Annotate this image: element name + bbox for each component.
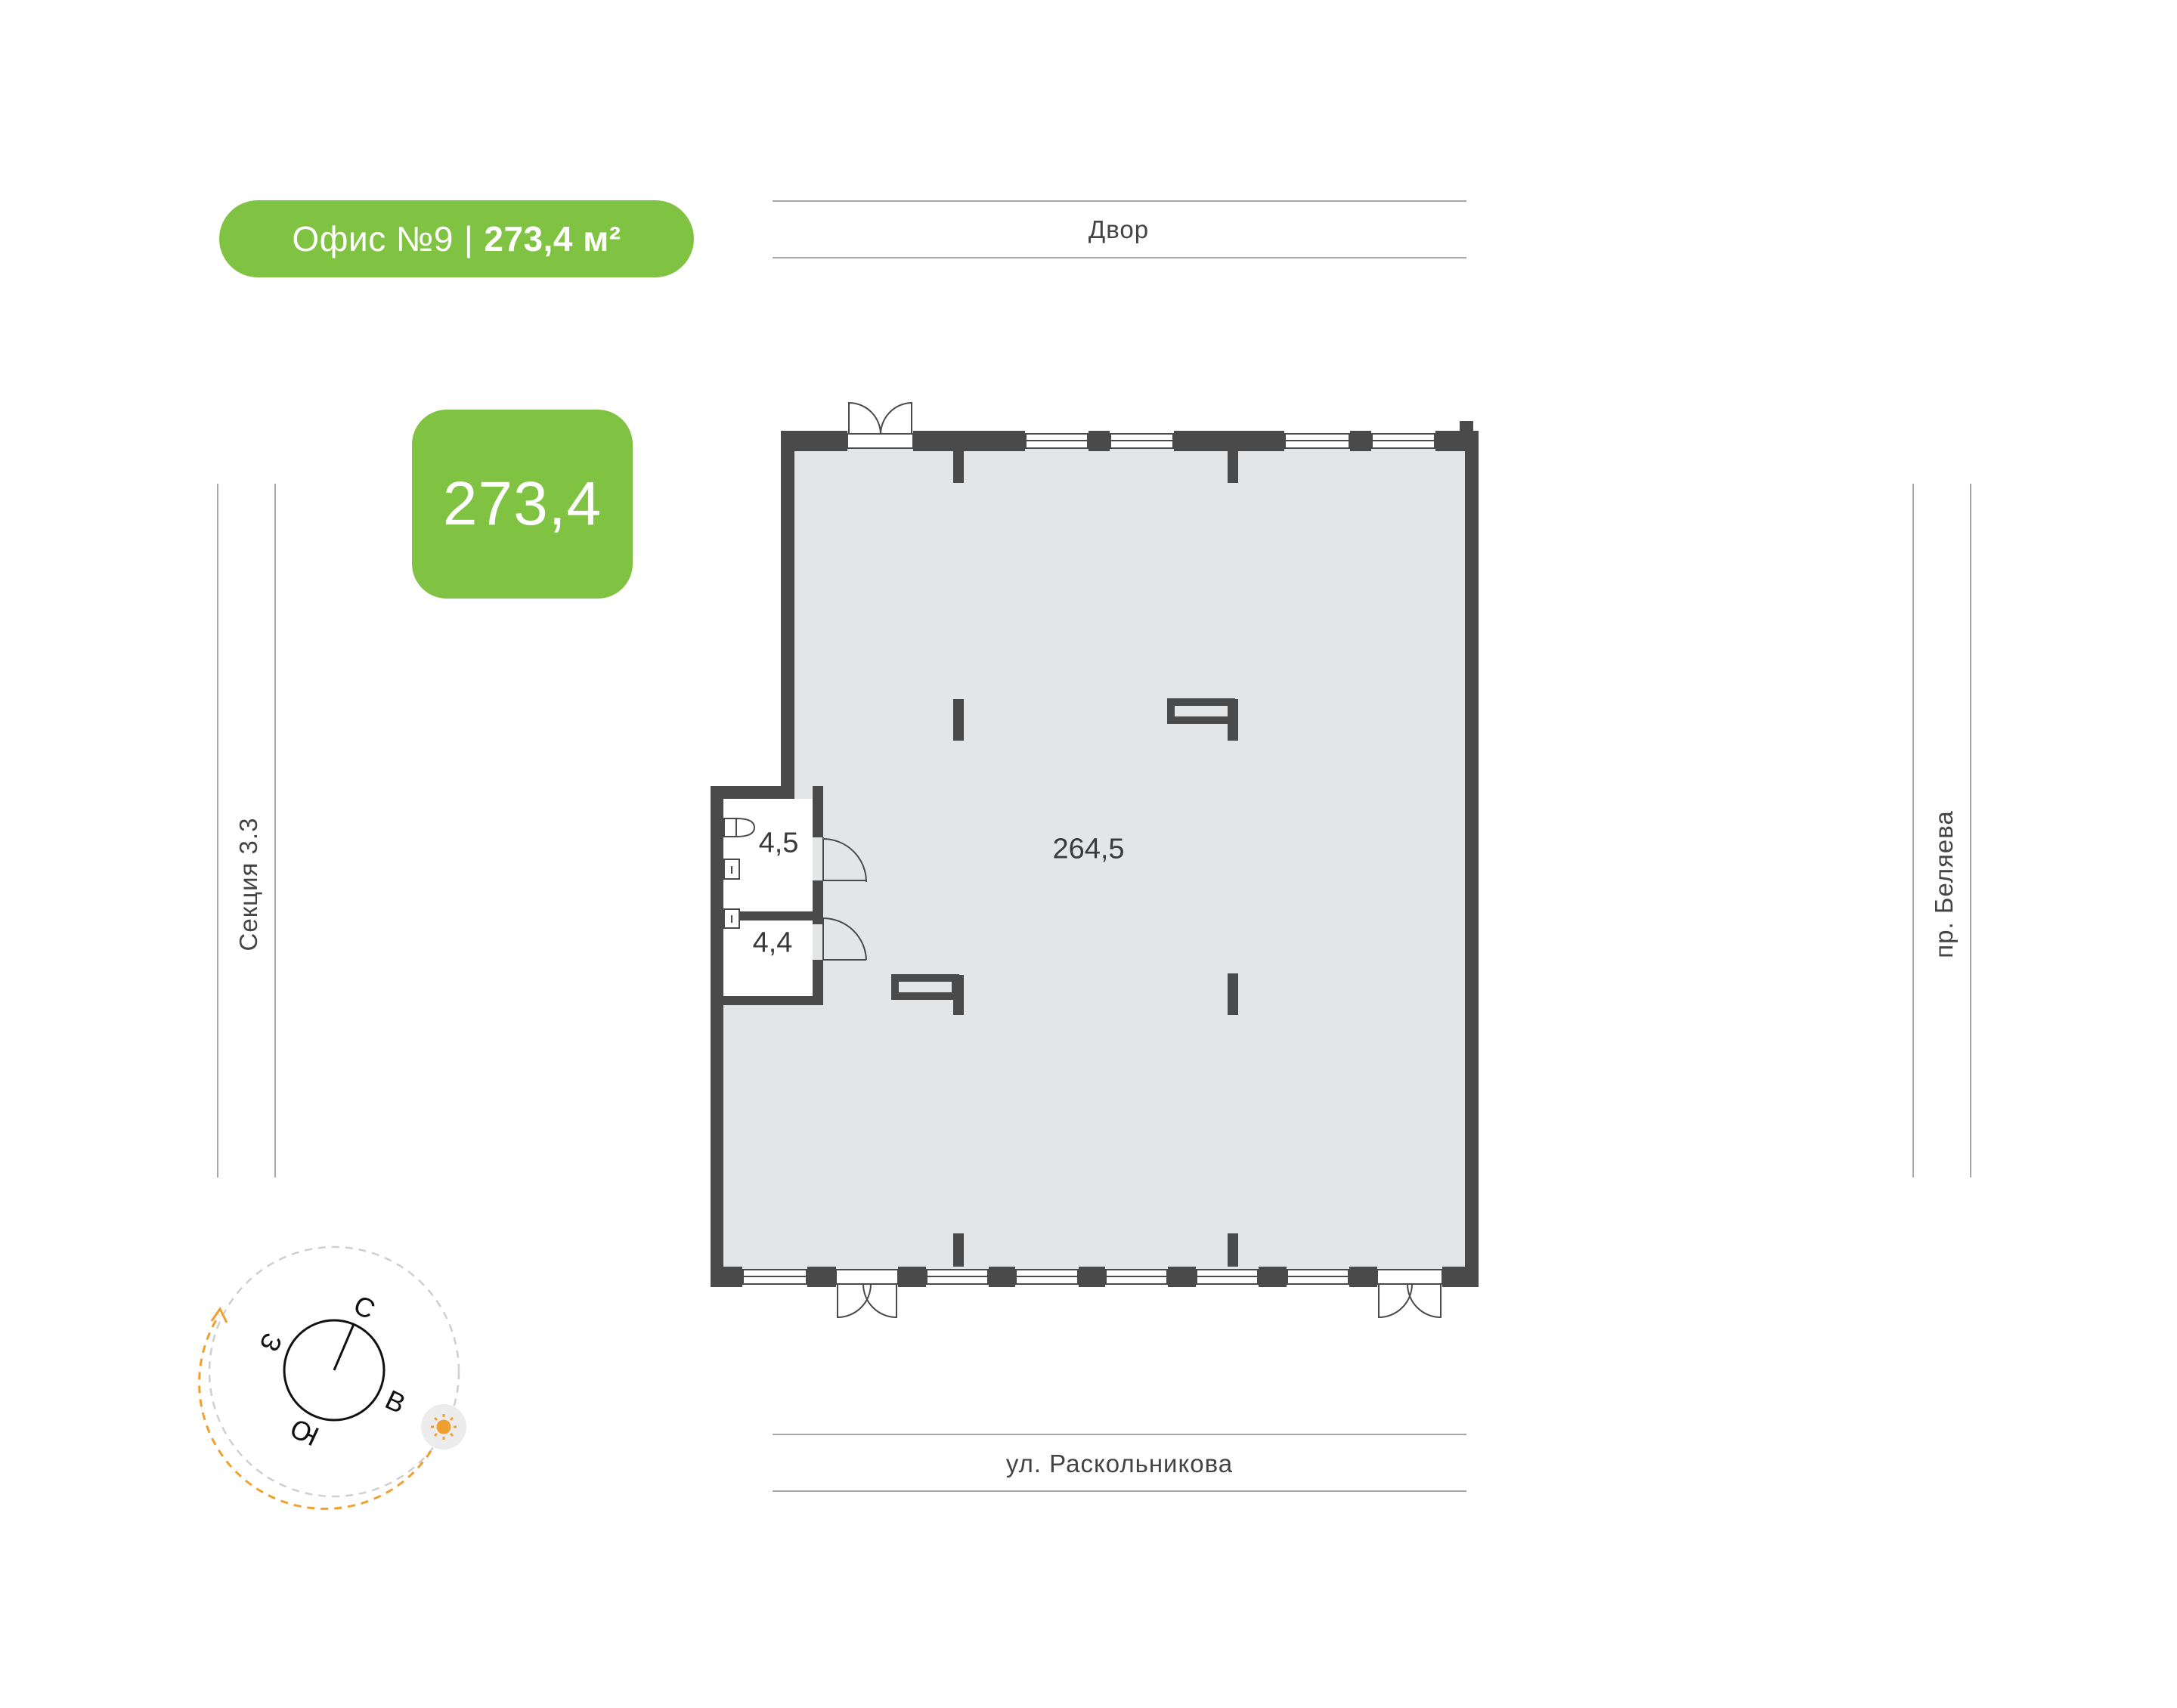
wc-rooms <box>723 799 813 996</box>
bottom-street-label: ул. Раскольникова <box>1005 1450 1234 1477</box>
top-street-label: Двор <box>1088 215 1150 243</box>
office-name: Офис №9 <box>292 219 454 258</box>
sun-icon <box>431 1414 457 1440</box>
bottom-street-line-1 <box>773 1434 1466 1435</box>
office-title-pill: Офис №9 | 273,4 м² <box>219 200 694 277</box>
sun-path-arrow <box>210 1307 228 1323</box>
sanitary-fixtures <box>723 817 756 929</box>
columns <box>953 451 1238 1267</box>
bottom-street-line-2 <box>773 1490 1466 1492</box>
total-area-badge: 273,4 <box>412 410 633 599</box>
top-door <box>847 401 914 449</box>
bottom-doors <box>835 1269 1443 1319</box>
compass-needle <box>333 1323 355 1371</box>
right-street-line-2 <box>1970 484 1971 1177</box>
sun-path-arc-orange <box>198 1314 432 1510</box>
outer-walls <box>711 421 1479 1287</box>
floor-area <box>722 447 1474 1272</box>
wc-partitions <box>722 786 823 1005</box>
left-street-line-2 <box>274 484 276 1177</box>
total-area-value: 273,4 <box>442 469 602 538</box>
office-area: 273,4 м² <box>484 219 621 258</box>
right-street-line-1 <box>1912 484 1914 1177</box>
main-room-area: 264,5 <box>1052 833 1125 865</box>
compass-circle <box>283 1319 386 1422</box>
left-street-line-1 <box>217 484 218 1177</box>
wc-doors <box>822 837 867 961</box>
shaft-posts <box>953 699 1238 1015</box>
compass <box>198 1245 466 1510</box>
wc-2-area: 4,4 <box>752 927 793 959</box>
sun-path-circle-gray <box>208 1245 460 1498</box>
top-street-line-2 <box>773 257 1466 258</box>
title-separator: | <box>463 219 474 258</box>
wc-1-area: 4,5 <box>758 827 799 859</box>
top-street-line-1 <box>773 200 1466 202</box>
